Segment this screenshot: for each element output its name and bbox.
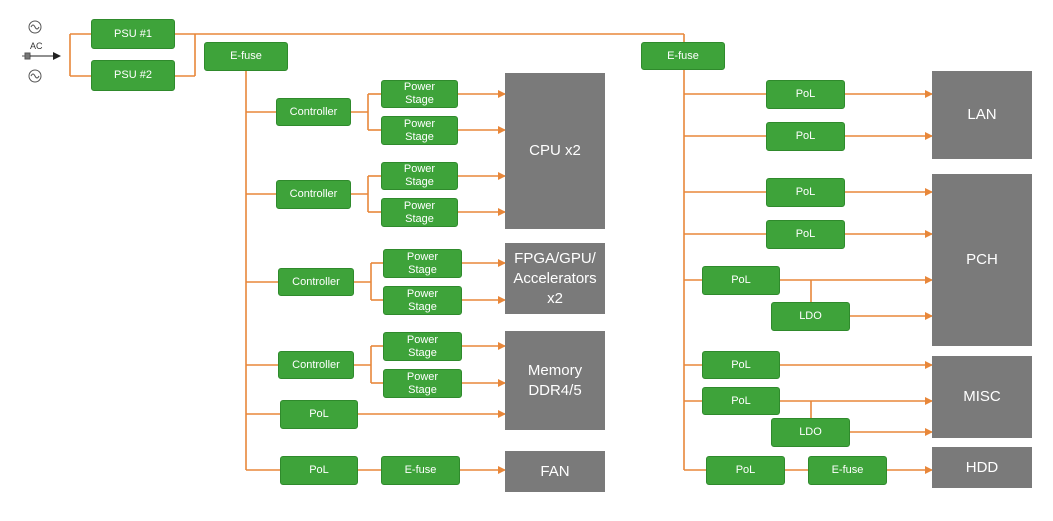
power-stage-block: Power Stage — [383, 332, 462, 361]
controller-block: Controller — [276, 180, 351, 209]
controller-block: Controller — [276, 98, 351, 126]
efuse-hdd-block: E-fuse — [808, 456, 887, 485]
power-stage-block: Power Stage — [381, 116, 458, 145]
pol-block: PoL — [702, 351, 780, 379]
pol-block: PoL — [766, 220, 845, 249]
fan-device: FAN — [505, 451, 605, 492]
psu-1-block: PSU #1 — [91, 19, 175, 49]
power-stage-block: Power Stage — [383, 249, 462, 278]
power-stage-block: Power Stage — [381, 198, 458, 227]
cpu-device: CPU x2 — [505, 73, 605, 229]
power-stage-block: Power Stage — [383, 286, 462, 315]
pol-block: PoL — [766, 122, 845, 151]
efuse-right-block: E-fuse — [641, 42, 725, 70]
pch-device: PCH — [932, 174, 1032, 346]
pol-block: PoL — [702, 387, 780, 415]
efuse-left-block: E-fuse — [204, 42, 288, 71]
power-stage-block: Power Stage — [381, 80, 458, 108]
pol-block: PoL — [280, 400, 358, 429]
controller-block: Controller — [278, 351, 354, 379]
controller-block: Controller — [278, 268, 354, 296]
ldo-block: LDO — [771, 418, 850, 447]
memory-device: Memory DDR4/5 — [505, 331, 605, 430]
pol-block: PoL — [766, 80, 845, 109]
ac-source-icon — [22, 20, 61, 83]
ac-label: AC — [30, 41, 43, 51]
pol-block: PoL — [280, 456, 358, 485]
misc-device: MISC — [932, 356, 1032, 438]
psu-2-block: PSU #2 — [91, 60, 175, 91]
lan-device: LAN — [932, 71, 1032, 159]
fpga-device: FPGA/GPU/ Accelerators x2 — [505, 243, 605, 314]
pol-block: PoL — [766, 178, 845, 207]
ldo-block: LDO — [771, 302, 850, 331]
hdd-device: HDD — [932, 447, 1032, 488]
power-stage-block: Power Stage — [381, 162, 458, 190]
power-stage-block: Power Stage — [383, 369, 462, 398]
pol-block: PoL — [706, 456, 785, 485]
efuse-fan-block: E-fuse — [381, 456, 460, 485]
pol-block: PoL — [702, 266, 780, 295]
